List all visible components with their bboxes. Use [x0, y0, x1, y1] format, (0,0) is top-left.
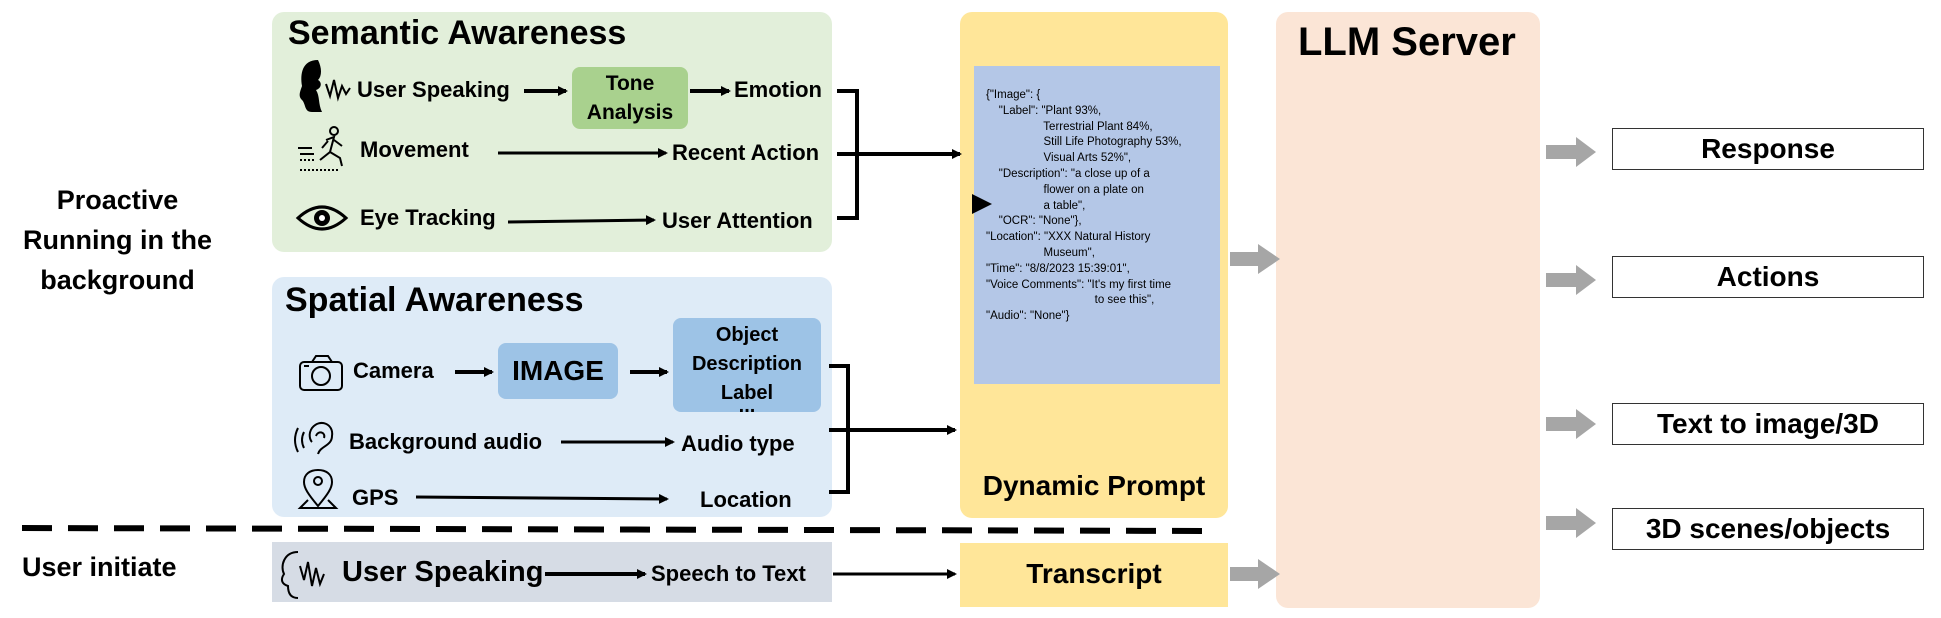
transcript-title: Transcript: [1026, 558, 1162, 589]
json-prompt-text: {"Image": { "Label": "Plant 93%, Terrest…: [986, 89, 1182, 323]
camera-label: Camera: [353, 358, 434, 383]
semantic-awareness-title: Semantic Awareness: [288, 14, 627, 52]
eye-icon: [295, 205, 349, 231]
eye-tracking-label: Eye Tracking: [360, 205, 496, 230]
gray-arrow-transcript-to-llm: [1230, 559, 1280, 589]
llm-server-title: LLM Server: [1298, 20, 1516, 64]
description-line: Description: [691, 352, 803, 375]
running-person-icon: [298, 126, 343, 171]
tone-analysis-box: Tone Analysis: [572, 67, 688, 129]
gps-pin-icon: [297, 468, 339, 509]
recent-action-label: Recent Action: [672, 140, 820, 165]
image-box: IMAGE: [498, 343, 618, 399]
user-attention-label: User Attention: [662, 208, 813, 233]
gray-arrow-prompt-to-llm: [1230, 244, 1280, 274]
semantic-user-speaking-label: User Speaking: [357, 77, 510, 102]
gps-label: GPS: [352, 485, 399, 510]
proactive-line-1: Proactive: [56, 185, 179, 215]
object-description-box: Object Description Label ...: [673, 318, 821, 416]
tone-analysis-line-1: Tone: [605, 72, 655, 95]
json-prompt-box: {"Image": { "Label": "Plant 93%, Terrest…: [974, 66, 1220, 384]
dashed-divider: [21, 525, 1217, 534]
user-initiate-label: User initiate: [22, 552, 177, 582]
proactive-line-2: Running in the: [23, 225, 212, 255]
gray-arrow-to-response: [1546, 137, 1596, 167]
speech-to-text-label: Speech to Text: [651, 561, 806, 586]
object-line: Object: [715, 323, 779, 346]
transcript-panel: [960, 543, 1228, 607]
json-pointer-triangle: [972, 194, 992, 214]
speaking-head-icon: [299, 60, 351, 112]
tone-analysis-line-2: Analysis: [586, 101, 674, 124]
emotion-label: Emotion: [734, 77, 822, 102]
label-line: Label: [720, 381, 774, 404]
llm-server-panel: [1276, 12, 1540, 608]
proactive-label: Proactive Running in the background: [0, 180, 235, 300]
audio-type-label: Audio type: [681, 431, 795, 456]
gray-arrow-to-text-to-image: [1546, 409, 1596, 439]
semantic-awareness-panel: [272, 12, 832, 252]
arrow-gps-to-location: [415, 493, 669, 504]
output-response: Response: [1612, 128, 1924, 170]
ear-icon: [294, 421, 334, 455]
camera-icon: [299, 355, 343, 391]
user-speaking-bar-label: User Speaking: [342, 556, 544, 588]
movement-label: Movement: [360, 137, 469, 162]
arrow-eye-to-attention: [507, 215, 656, 226]
speaking-head-outline-icon: [280, 551, 325, 599]
spatial-awareness-title: Spatial Awareness: [285, 281, 584, 319]
output-3d-scenes: 3D scenes/objects: [1612, 508, 1924, 550]
gray-arrow-to-3d-scenes: [1546, 508, 1596, 538]
proactive-line-3: background: [40, 265, 195, 295]
background-audio-label: Background audio: [349, 429, 543, 454]
gray-arrow-to-actions: [1546, 265, 1596, 295]
location-label: Location: [700, 487, 792, 512]
output-actions: Actions: [1612, 256, 1924, 298]
output-text-to-image: Text to image/3D: [1612, 403, 1924, 445]
dynamic-prompt-title: Dynamic Prompt: [982, 470, 1206, 501]
